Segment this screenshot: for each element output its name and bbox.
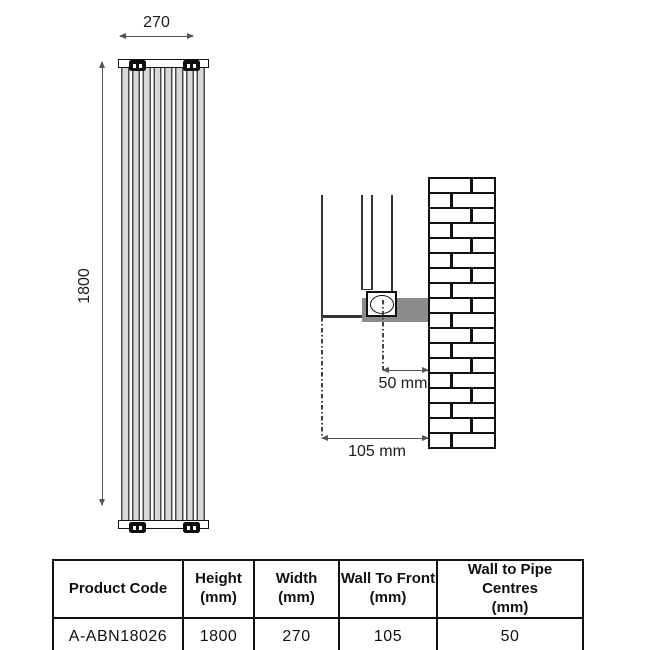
header-wall-to-pipe-centres: Wall to Pipe Centres (mm) — [436, 558, 584, 620]
brick-row — [430, 314, 494, 329]
brick-row — [430, 284, 494, 299]
radiator-fin-line-1 — [361, 195, 363, 290]
brick-joint — [449, 374, 454, 387]
mounting-bracket-top-left — [129, 60, 146, 71]
header-product-code: Product Code — [52, 558, 184, 620]
brick-joint — [449, 224, 454, 237]
radiator-fin-line-2 — [371, 195, 373, 290]
brick-joint — [469, 209, 474, 222]
brick-joint — [449, 194, 454, 207]
brick-row — [430, 434, 494, 447]
brick-row — [430, 299, 494, 314]
pipe-valve-box — [366, 291, 397, 317]
brick-row — [430, 194, 494, 209]
wall-to-front-dimension-line — [321, 435, 429, 441]
spec-table: Product Code Height (mm) Width (mm) Wall… — [52, 558, 584, 650]
brick-joint — [469, 239, 474, 252]
brick-row — [430, 254, 494, 269]
pipe-centres-label: 50 mm — [378, 375, 428, 392]
header-height: Height (mm) — [182, 558, 255, 620]
brick-joint — [469, 419, 474, 432]
radiator-bottom-cap — [118, 520, 209, 529]
brick-joint — [449, 434, 454, 447]
brick-row — [430, 344, 494, 359]
front-height-label: 1800 — [76, 268, 93, 304]
radiator-back-face-line — [391, 195, 393, 292]
bracket-pin — [138, 525, 143, 530]
wall-to-front-label: 105 mm — [348, 443, 406, 460]
brick-row — [430, 374, 494, 389]
radiator-front-face-line — [320, 195, 323, 317]
radiator-bottom-line — [320, 315, 368, 318]
value-width: 270 — [253, 617, 340, 650]
radiator-top-cap — [118, 59, 209, 68]
bracket-pin — [132, 63, 137, 68]
brick-joint — [469, 329, 474, 342]
brick-joint — [449, 254, 454, 267]
brick-row — [430, 179, 494, 194]
bracket-pin — [192, 63, 197, 68]
value-product-code: A-ABN18026 — [52, 617, 184, 650]
brick-row — [430, 269, 494, 284]
brick-joint — [449, 314, 454, 327]
radiator-panel-slats — [121, 68, 207, 520]
bracket-pin — [186, 63, 191, 68]
pipe-centres-dimension-line — [382, 367, 429, 373]
brick-row — [430, 389, 494, 404]
pipe-circle — [369, 294, 394, 314]
radiator-fin-bottom-line — [361, 288, 373, 290]
front-width-label: 270 — [143, 14, 170, 31]
brick-row — [430, 239, 494, 254]
bracket-pin — [186, 525, 191, 530]
front-face-centre-line — [321, 317, 323, 438]
front-height-dimension-line — [99, 61, 105, 506]
brick-joint — [469, 179, 474, 192]
value-wall-to-pipe-centres: 50 — [436, 617, 584, 650]
spec-table-header-row: Product Code Height (mm) Width (mm) Wall… — [52, 558, 584, 620]
brick-row — [430, 359, 494, 374]
brick-joint — [469, 359, 474, 372]
brick-row — [430, 329, 494, 344]
bracket-pin — [138, 63, 143, 68]
value-wall-to-front: 105 — [338, 617, 438, 650]
brick-row — [430, 419, 494, 434]
value-height: 1800 — [182, 617, 255, 650]
front-width-dimension-line — [119, 33, 194, 39]
bracket-pin — [132, 525, 137, 530]
mounting-bracket-top-right — [183, 60, 200, 71]
brick-joint — [469, 299, 474, 312]
pipe-centre-line — [382, 300, 384, 370]
mounting-bracket-bottom-right — [183, 522, 200, 533]
brick-row — [430, 224, 494, 239]
mounting-bracket-bottom-left — [129, 522, 146, 533]
brick-joint — [469, 269, 474, 282]
header-wall-to-front: Wall To Front (mm) — [338, 558, 438, 620]
brick-joint — [449, 404, 454, 417]
brick-joint — [469, 389, 474, 402]
brick-wall — [428, 177, 496, 449]
brick-joint — [449, 284, 454, 297]
brick-joint — [449, 344, 454, 357]
brick-row — [430, 404, 494, 419]
bracket-pin — [192, 525, 197, 530]
header-width: Width (mm) — [253, 558, 340, 620]
spec-table-data-row: A-ABN18026 1800 270 105 50 — [52, 617, 584, 650]
brick-row — [430, 209, 494, 224]
